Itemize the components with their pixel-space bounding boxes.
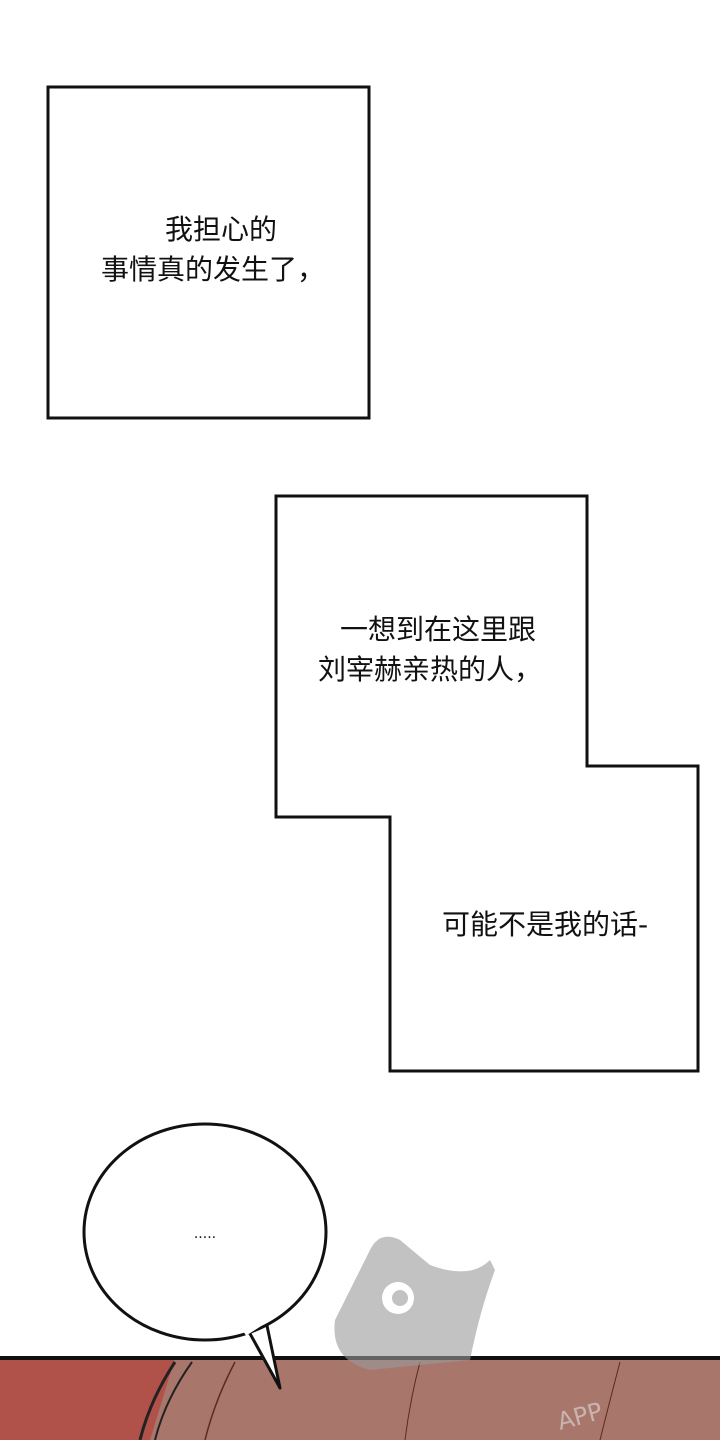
speech-bubble-text: ..... [193,1226,217,1242]
caption-box-1 [46,85,371,420]
caption-line: 刘宰赫亲热的人， [317,653,542,686]
caption-3-text: 可能不是我的话- [400,905,690,945]
caption-line: 我担心的 [164,213,277,246]
caption-line: 一想到在这里跟 [339,613,536,646]
caption-2-text: 一想到在这里跟 刘宰赫亲热的人， [290,610,570,690]
caption-line: 可能不是我的话- [441,908,649,941]
caption-line: 事情真的发生了， [100,253,325,286]
caption-box-2 [274,494,700,1073]
bottom-panel [0,1356,720,1440]
caption-1-text: 我担心的 事情真的发生了， [48,210,378,290]
speech-bubble [82,1122,328,1390]
